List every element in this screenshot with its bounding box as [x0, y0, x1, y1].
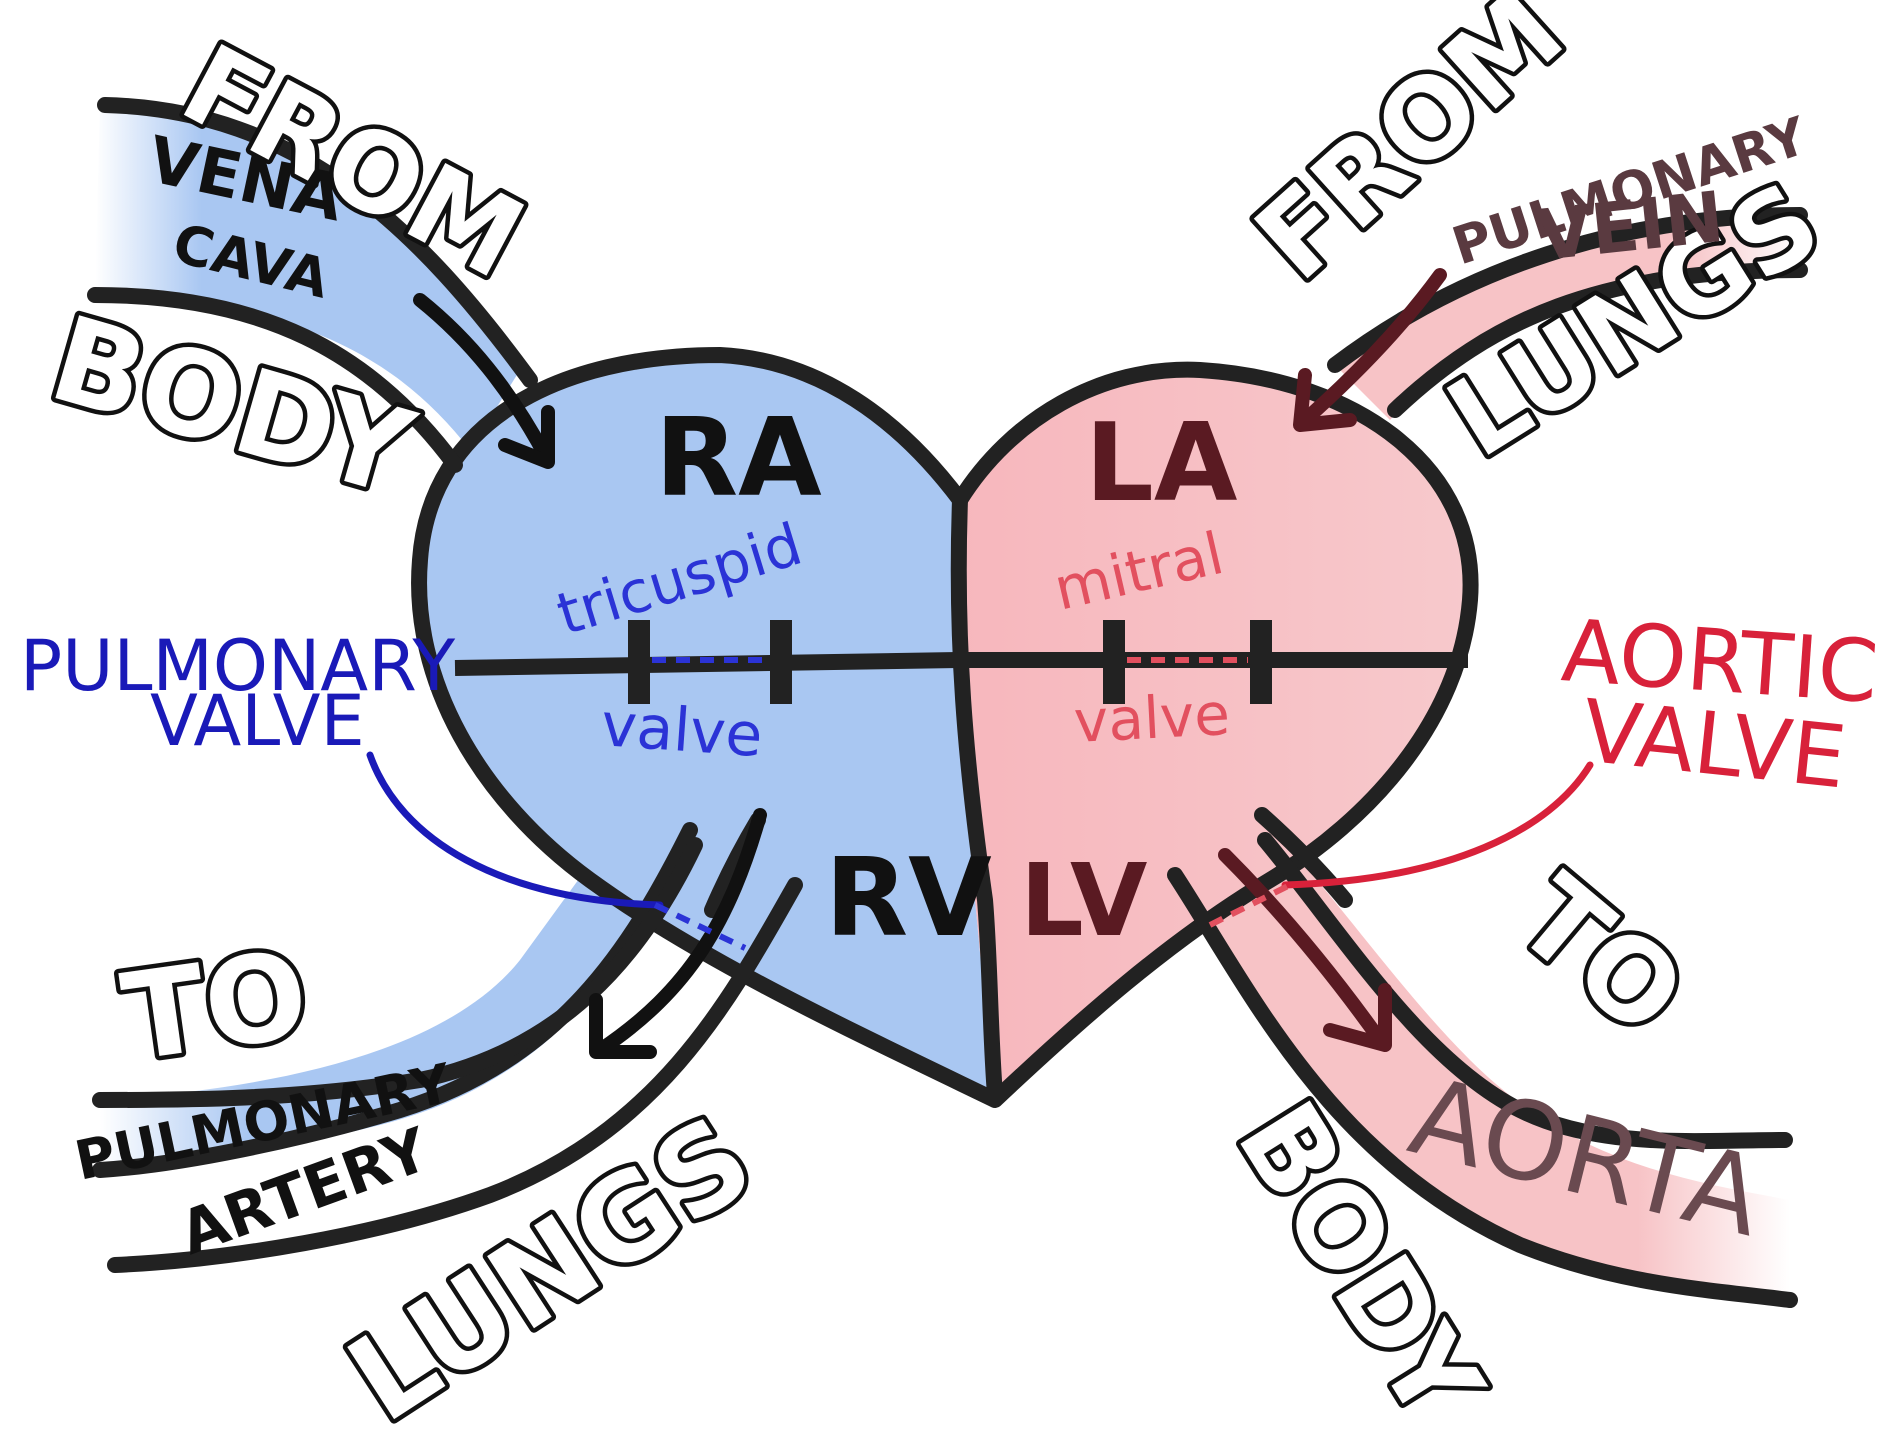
tricuspid-post-right — [770, 620, 792, 704]
to-left-label: TO — [115, 925, 316, 1088]
lv-label: LV — [1020, 842, 1147, 959]
mitral-post-right — [1250, 620, 1272, 704]
tricuspid-valve-label: valve — [599, 690, 765, 771]
ra-label: RA — [655, 396, 822, 521]
rv-label: RV — [825, 836, 992, 961]
mitral-valve-label: valve — [1072, 680, 1231, 756]
la-label: LA — [1085, 401, 1238, 526]
to-right-label: TO — [1493, 851, 1708, 1061]
pulmonary-valve-label-2: VALVE — [150, 680, 365, 762]
